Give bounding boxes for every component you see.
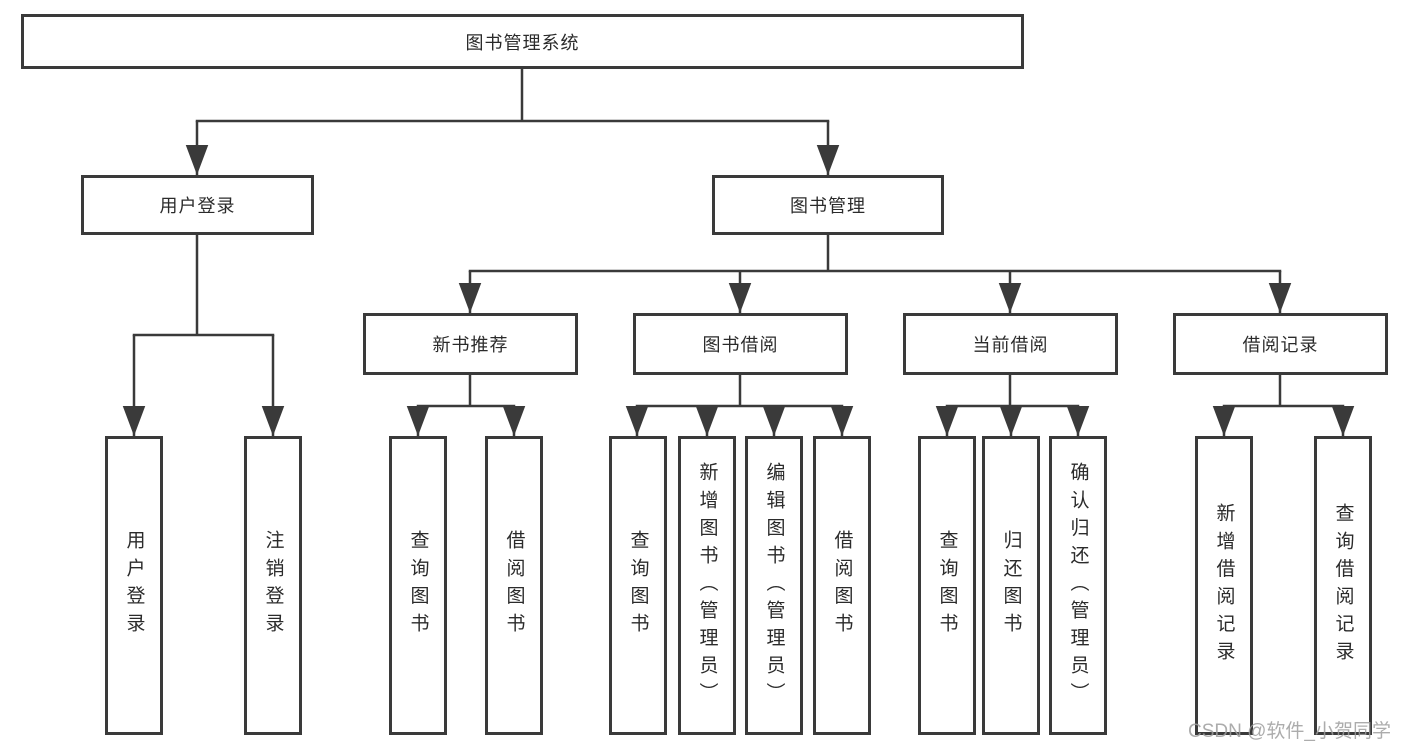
leaf-label: 确认归还（管理员） <box>1067 461 1089 710</box>
leaf-label: 注销登录 <box>262 530 284 641</box>
leaf-label: 查询图书 <box>627 530 649 641</box>
node-book-borrow: 图书借阅 <box>633 313 848 375</box>
node-book-management: 图书管理 <box>712 175 944 235</box>
leaf-label: 查询图书 <box>936 530 958 641</box>
connector-book-borrow-children <box>625 375 854 436</box>
node-user-login: 用户登录 <box>81 175 314 235</box>
leaf-label: 编辑图书（管理员） <box>763 461 785 710</box>
leaf-label: 新增借阅记录 <box>1213 502 1235 669</box>
leaf-user-login: 用户登录 <box>105 436 163 735</box>
node-new-book-recommend-label: 新书推荐 <box>432 335 509 355</box>
node-book-borrow-label: 图书借阅 <box>702 335 779 355</box>
leaf-borrow-book-recommend: 借阅图书 <box>485 436 543 735</box>
leaf-query-book-recommend: 查询图书 <box>389 436 447 735</box>
node-root-label: 图书管理系统 <box>465 32 580 53</box>
leaf-edit-book-admin: 编辑图书（管理员） <box>745 436 803 735</box>
node-borrow-records-label: 借阅记录 <box>1242 335 1319 355</box>
connector-book-management-children <box>458 235 1292 313</box>
leaf-label: 新增图书（管理员） <box>696 461 718 710</box>
leaf-label: 用户登录 <box>123 530 145 641</box>
leaf-add-borrow-record: 新增借阅记录 <box>1195 436 1253 735</box>
connector-borrow-records-children <box>1212 375 1355 436</box>
node-root: 图书管理系统 <box>21 14 1024 69</box>
leaf-logout: 注销登录 <box>244 436 302 735</box>
leaf-label: 归还图书 <box>1000 530 1022 641</box>
connector-root-to-level2 <box>185 69 840 175</box>
leaf-query-book-borrow: 查询图书 <box>609 436 667 735</box>
csdn-watermark: CSDN @软件_小贺同学 <box>1188 721 1391 742</box>
leaf-query-book-current: 查询图书 <box>918 436 976 735</box>
leaf-confirm-return-admin: 确认归还（管理员） <box>1049 436 1107 735</box>
leaf-borrow-book: 借阅图书 <box>813 436 871 735</box>
node-new-book-recommend: 新书推荐 <box>363 313 578 375</box>
leaf-query-borrow-record: 查询借阅记录 <box>1314 436 1372 735</box>
leaf-label: 借阅图书 <box>503 530 525 641</box>
leaf-add-book-admin: 新增图书（管理员） <box>678 436 736 735</box>
node-current-borrow: 当前借阅 <box>903 313 1118 375</box>
connector-user-login-children <box>122 235 285 436</box>
leaf-label: 查询借阅记录 <box>1332 502 1354 669</box>
node-user-login-label: 用户登录 <box>159 196 236 216</box>
leaf-label: 借阅图书 <box>831 530 853 641</box>
connector-new-book-children <box>406 375 526 436</box>
node-borrow-records: 借阅记录 <box>1173 313 1388 375</box>
node-current-borrow-label: 当前借阅 <box>972 335 1049 355</box>
node-book-management-label: 图书管理 <box>790 196 866 216</box>
leaf-return-book: 归还图书 <box>982 436 1040 735</box>
connector-current-borrow-children <box>935 375 1090 436</box>
leaf-label: 查询图书 <box>407 530 429 641</box>
